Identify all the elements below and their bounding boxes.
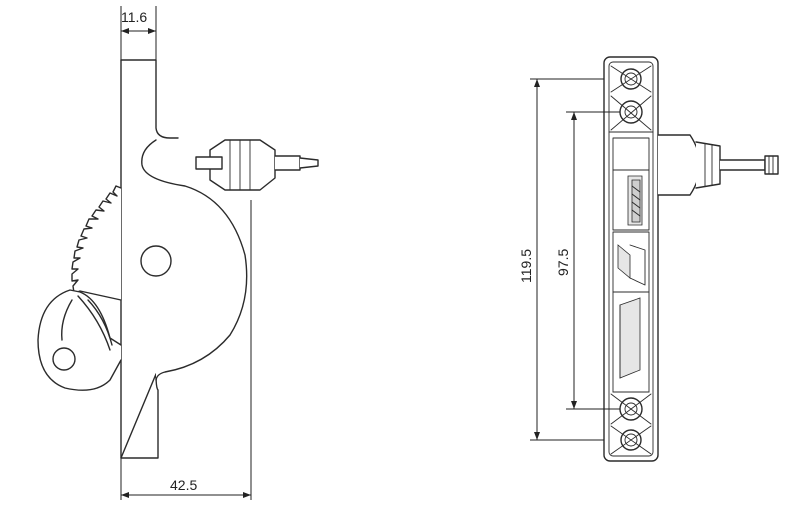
- spring-bolt: [195, 139, 319, 191]
- handle-lever: [37, 289, 122, 391]
- bottom-mounting-holes: [610, 393, 652, 455]
- pivot-hole: [140, 245, 172, 277]
- dimension-side-depth: 42.5: [120, 200, 252, 500]
- dimension-label-11-6: 11.6: [121, 9, 147, 25]
- dimension-label-42-5: 42.5: [170, 477, 197, 493]
- top-mounting-holes: [608, 65, 654, 133]
- dimension-front-overall: 119.5: [518, 78, 604, 441]
- latch-mechanism: [612, 137, 650, 393]
- gear-teeth: [71, 185, 122, 301]
- dimension-label-97-5: 97.5: [555, 249, 571, 276]
- front-view: 119.5 97.5: [518, 56, 779, 462]
- front-body: [603, 56, 659, 462]
- dimension-front-hole-spacing: 97.5: [555, 111, 620, 410]
- front-bolt: [657, 134, 779, 196]
- dimension-side-width: 11.6: [120, 6, 157, 60]
- quadrant-arm: [141, 139, 248, 381]
- dimension-label-119-5: 119.5: [518, 249, 534, 283]
- handle-hole: [52, 347, 76, 371]
- side-view: 11.6: [37, 6, 319, 500]
